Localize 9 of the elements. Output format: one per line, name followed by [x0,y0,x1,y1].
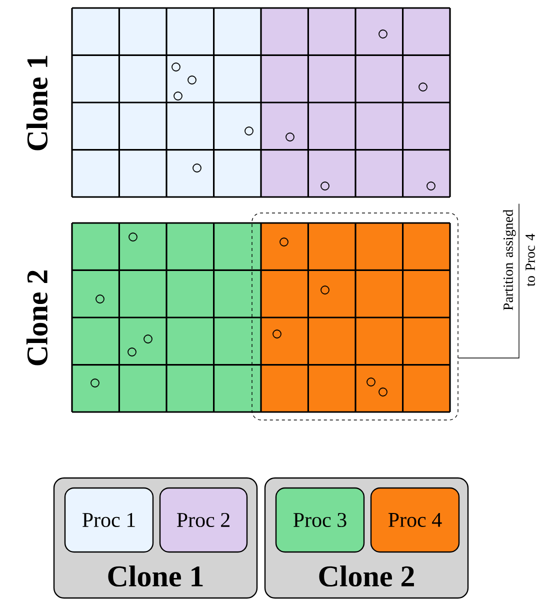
process-box: Proc 3 [275,487,365,553]
process-box: Proc 2 [159,487,248,553]
annotation-text: Partition assigned to Proc 4 [503,210,535,310]
process-box: Proc 1 [64,487,154,553]
leader-line [458,203,520,358]
partition-outline [252,212,458,420]
side-label: Clone 1 [26,56,48,150]
side-label: Clone 2 [26,270,48,366]
process-box: Proc 4 [370,487,460,553]
